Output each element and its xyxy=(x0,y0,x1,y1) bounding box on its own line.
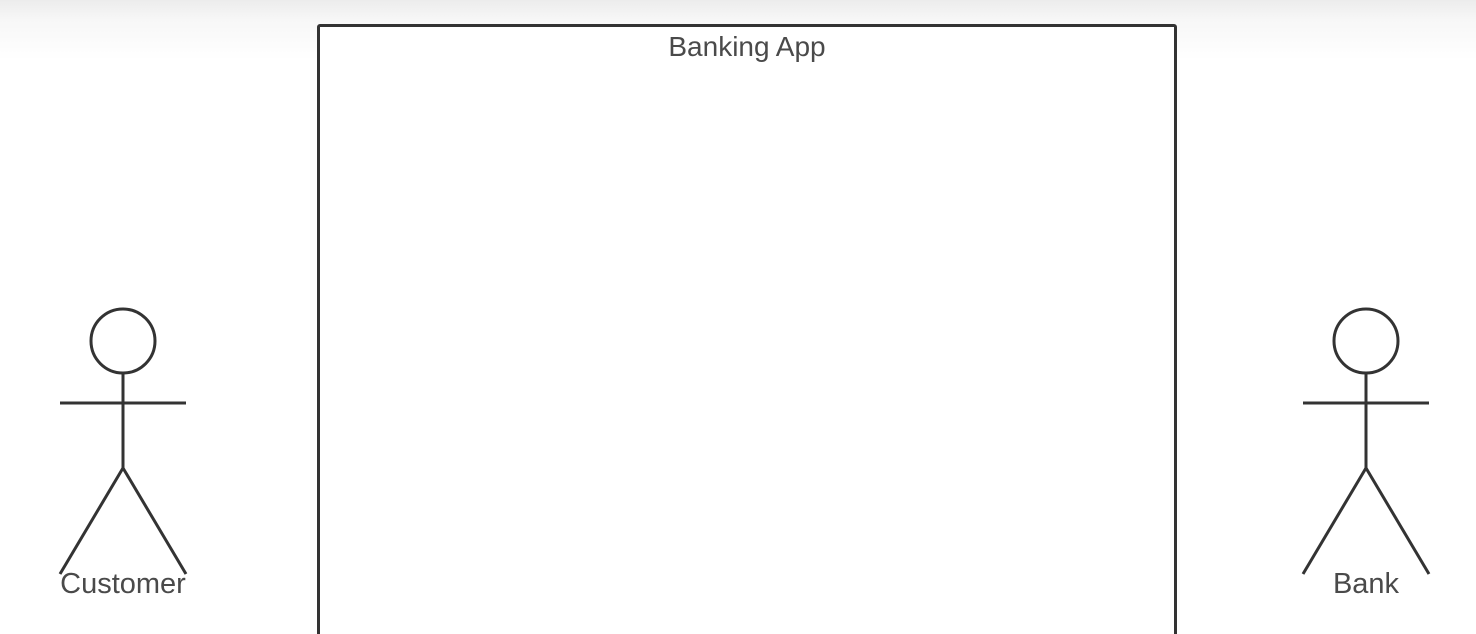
actor-label-customer[interactable]: Customer xyxy=(60,568,186,600)
system-title[interactable]: Banking App xyxy=(668,31,826,62)
system-boundary[interactable]: Banking App xyxy=(317,24,1177,634)
actor-bank[interactable]: Bank xyxy=(1296,302,1436,612)
stick-figure-icon xyxy=(58,307,188,575)
actor-label-bank[interactable]: Bank xyxy=(1332,568,1400,600)
actor-customer[interactable]: Customer xyxy=(53,302,193,612)
stick-figure-icon xyxy=(1301,307,1431,575)
